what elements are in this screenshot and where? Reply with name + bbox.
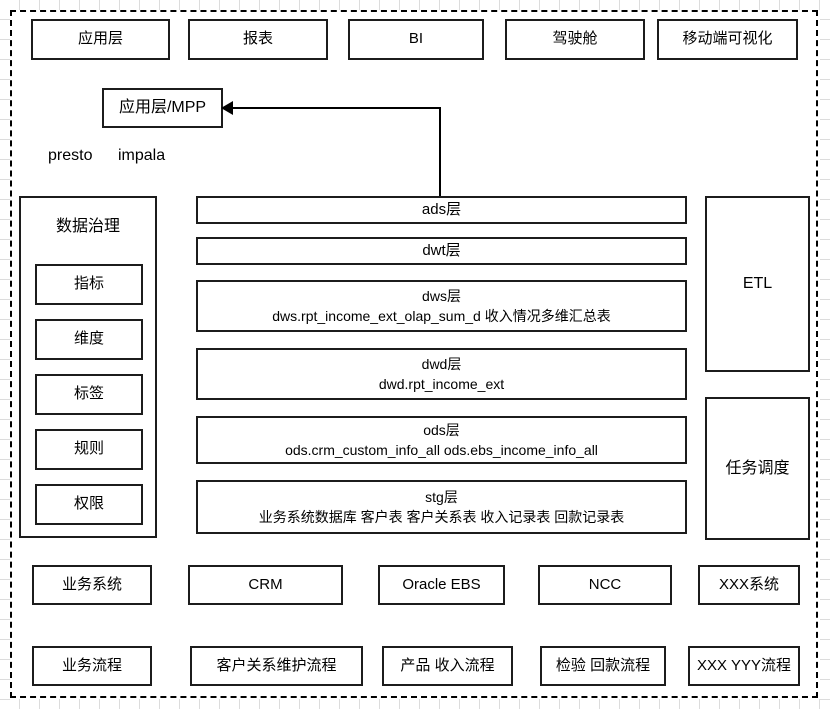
box-label: 指标 [73,275,104,293]
box-label: 检验 回款流程 [555,656,651,674]
layer-title: dwt层 [422,241,461,259]
layer-stg: stg层 业务系统数据库 客户表 客户关系表 收入记录表 回款记录表 [196,480,687,534]
box-etl: ETL [705,196,810,372]
box-label: CRM [248,575,283,593]
box-label: 应用层/MPP [118,99,207,116]
box-label: Oracle EBS [402,575,481,593]
box-ncc: NCC [538,565,672,605]
box-reports: 报表 [188,19,328,60]
grid-ticks-right [820,0,830,710]
box-label: 应用层 [77,30,123,48]
box-mobile-visualization: 移动端可视化 [657,19,798,60]
layer-title: ods层 [423,421,460,438]
layer-dwt: dwt层 [196,237,687,265]
box-cockpit: 驾驶舱 [505,19,645,60]
box-label: BI [408,30,424,48]
layer-subtitle: ods.crm_custom_info_all ods.ebs_income_i… [285,442,598,458]
box-label: 标签 [73,385,104,403]
layer-subtitle: dws.rpt_income_ext_olap_sum_d 收入情况多维汇总表 [272,308,611,324]
box-product-income-process: 产品 收入流程 [382,646,513,686]
arrowhead-left-icon [221,101,233,115]
layer-title: stg层 [425,488,458,505]
grid-ticks-top [0,0,830,10]
layer-subtitle: 业务系统数据库 客户表 客户关系表 收入记录表 回款记录表 [258,509,625,525]
governance-item-tags: 标签 [35,374,143,415]
layer-ods: ods层 ods.crm_custom_info_all ods.ebs_inc… [196,416,687,464]
box-label: NCC [588,575,622,593]
box-label: 移动端可视化 [682,30,773,48]
box-inspection-payment-process: 检验 回款流程 [540,646,666,686]
layer-title: dwd层 [421,355,462,372]
box-business-process: 业务流程 [32,646,152,686]
label-presto: presto [48,147,93,164]
box-oracle-ebs: Oracle EBS [378,565,505,605]
layer-subtitle: dwd.rpt_income_ext [378,376,505,392]
box-crm: CRM [188,565,343,605]
governance-item-rules: 规则 [35,429,143,470]
box-label: 业务系统 [61,575,122,593]
box-label: 任务调度 [725,459,790,477]
layer-ads: ads层 [196,196,687,224]
box-task-scheduler: 任务调度 [705,397,810,540]
layer-dws: dws层 dws.rpt_income_ext_olap_sum_d 收入情况多… [196,280,687,332]
box-label: 驾驶舱 [552,30,598,48]
grid-ticks-left [0,0,10,710]
box-xxx-system: XXX系统 [698,565,800,605]
panel-data-governance-title: 数据治理 [55,218,120,235]
box-label: 报表 [242,30,273,48]
box-label: 维度 [73,330,104,348]
box-label: 产品 收入流程 [400,656,495,674]
governance-item-permissions: 权限 [35,484,143,525]
box-label: 客户关系维护流程 [216,656,337,674]
box-label: XXX系统 [718,575,779,593]
box-label: ETL [742,275,773,292]
label-impala: impala [118,147,166,164]
arrow-vertical-segment [439,107,441,196]
layer-title: ads层 [421,200,462,218]
layer-dwd: dwd层 dwd.rpt_income_ext [196,348,687,400]
box-bi: BI [348,19,484,60]
box-label: 权限 [73,495,104,513]
box-label: XXX YYY流程 [697,656,791,674]
box-application-layer: 应用层 [31,19,170,60]
box-label: 规则 [73,440,104,458]
governance-item-dimensions: 维度 [35,319,143,360]
box-xxx-yyy-process: XXX YYY流程 [688,646,800,686]
grid-ticks-bottom [0,699,830,709]
layer-title: dws层 [422,287,461,304]
box-customer-relation-process: 客户关系维护流程 [190,646,363,686]
arrow-horizontal-segment [232,107,441,109]
panel-data-governance [19,196,157,538]
box-business-systems: 业务系统 [32,565,152,605]
box-application-mpp: 应用层/MPP [102,88,223,128]
box-label: 业务流程 [61,656,122,674]
governance-item-metrics: 指标 [35,264,143,305]
